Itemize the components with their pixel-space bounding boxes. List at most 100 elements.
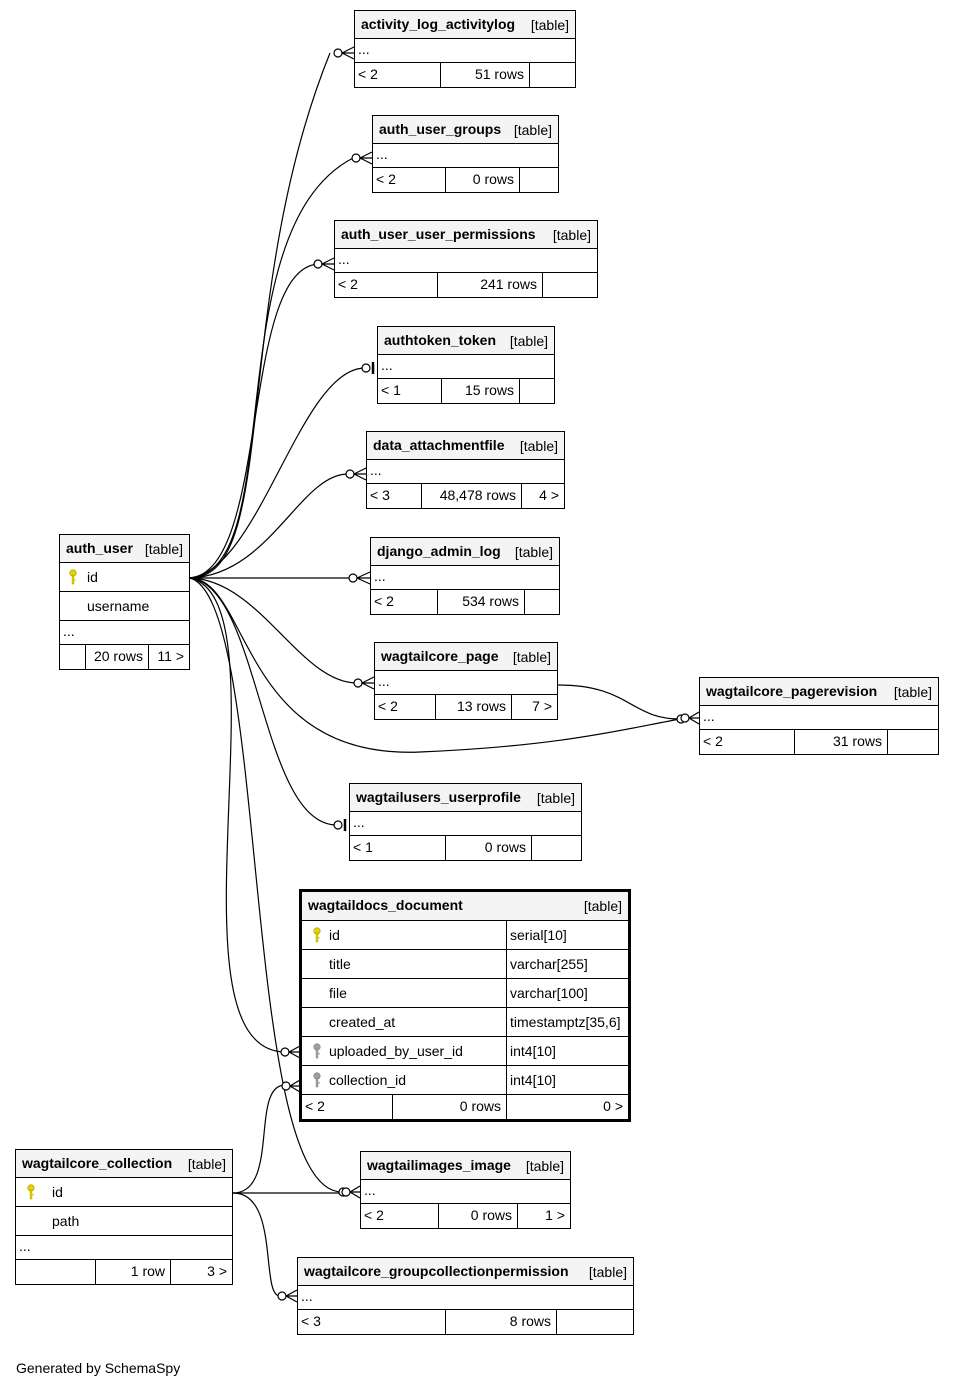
table-header: wagtailcore_collection[table]	[16, 1150, 232, 1178]
ellipsis-text: ...	[358, 41, 370, 57]
row-count: 0 rows	[472, 171, 514, 187]
column-id[interactable]: id	[60, 563, 189, 592]
table-type: [table]	[536, 790, 575, 806]
ellipsis-text: ...	[301, 1288, 313, 1304]
generated-by-credit: Generated by SchemaSpy	[16, 1360, 181, 1376]
table-wagtaildocs-document[interactable]: wagtaildocs_document[table] id serial[10…	[299, 889, 631, 1122]
parents-count[interactable]: < 2	[703, 733, 723, 749]
ellipsis-text: ...	[19, 1238, 31, 1254]
parents-count[interactable]: < 1	[353, 839, 373, 855]
rel-collection-groupcollectionpermission	[232, 1192, 281, 1297]
table-header: wagtailcore_pagerevision [table]	[700, 678, 938, 706]
columns-ellipsis: ...	[373, 144, 558, 168]
table-wagtailcore-groupcollectionpermission[interactable]: wagtailcore_groupcollectionpermission[ta…	[297, 1257, 634, 1335]
table-header: wagtaildocs_document[table]	[302, 892, 628, 921]
rel-auth-user-groups	[189, 157, 354, 579]
table-type: [table]	[893, 684, 932, 700]
rel-collection-document	[232, 1084, 286, 1194]
table-header: wagtailusers_userprofile[table]	[350, 784, 581, 812]
ellipsis-text: ...	[381, 357, 393, 373]
column-id[interactable]: id serial[10]	[302, 921, 628, 950]
parents-count[interactable]: < 3	[301, 1313, 321, 1329]
parents-count[interactable]: < 2	[338, 276, 358, 292]
table-name: wagtailcore_groupcollectionpermission	[304, 1263, 569, 1279]
column-username[interactable]: username	[60, 592, 189, 621]
parents-count[interactable]: < 2	[374, 593, 394, 609]
row-count: 241 rows	[480, 276, 537, 292]
marker-page	[353, 678, 363, 688]
row-count: 534 rows	[462, 593, 519, 609]
table-footer: < 1 15 rows	[378, 379, 554, 403]
table-header: django_admin_log[table]	[371, 538, 559, 566]
table-type: [table]	[530, 17, 569, 33]
table-footer: < 2 0 rows	[373, 168, 558, 192]
row-count: 20 rows	[93, 648, 143, 664]
column-title[interactable]: title varchar[255]	[302, 950, 628, 979]
parents-count[interactable]: < 2	[358, 66, 378, 82]
table-type: [table]	[187, 1156, 226, 1172]
column-collection-id[interactable]: collection_id int4[10]	[302, 1066, 628, 1095]
column-id[interactable]: id	[16, 1178, 232, 1207]
table-type: [table]	[519, 438, 558, 454]
table-header: wagtailimages_image[table]	[361, 1152, 570, 1180]
table-auth-user[interactable]: auth_user[table] id username ... 20 rows…	[59, 534, 190, 670]
ellipsis-text: ...	[378, 673, 390, 689]
row-count: 0 rows	[484, 839, 526, 855]
column-type: int4[10]	[510, 1072, 556, 1088]
column-name: path	[52, 1213, 80, 1229]
children-count[interactable]: 4 >	[539, 487, 559, 503]
table-auth-user-user-permissions[interactable]: auth_user_user_permissions[table] ... < …	[334, 220, 598, 298]
parents-count[interactable]: < 2	[376, 171, 396, 187]
parents-count[interactable]: < 2	[305, 1098, 325, 1114]
column-file[interactable]: file varchar[100]	[302, 979, 628, 1008]
table-header: wagtailcore_groupcollectionpermission[ta…	[298, 1258, 633, 1286]
column-name: title	[329, 956, 351, 972]
column-created-at[interactable]: created_at timestamptz[35,6]	[302, 1008, 628, 1037]
table-name: wagtailcore_pagerevision	[706, 683, 878, 699]
table-type: [table]	[509, 333, 548, 349]
marker-document-user	[280, 1047, 290, 1057]
row-count: 48,478 rows	[439, 487, 516, 503]
foreign-key-icon	[313, 1043, 321, 1059]
row-count: 8 rows	[509, 1313, 551, 1329]
rel-auth-user-page	[189, 577, 358, 684]
marker-activity-log	[333, 48, 343, 58]
rel-auth-user-userprofile	[189, 577, 338, 826]
column-uploaded-by-user-id[interactable]: uploaded_by_user_id int4[10]	[302, 1037, 628, 1066]
rel-auth-user-attachment	[189, 473, 349, 579]
row-count: 15 rows	[464, 382, 514, 398]
table-wagtailcore-collection[interactable]: wagtailcore_collection[table] id path ..…	[15, 1149, 233, 1285]
parents-count[interactable]: < 2	[378, 698, 398, 714]
columns-ellipsis: ...	[367, 460, 564, 484]
parents-count[interactable]: < 2	[364, 1207, 384, 1223]
rel-auth-user-permissions	[189, 263, 319, 579]
column-path[interactable]: path	[16, 1207, 232, 1236]
table-footer: 20 rows 11 >	[60, 645, 189, 669]
columns-ellipsis: ...	[355, 39, 575, 63]
children-count[interactable]: 3 >	[207, 1263, 227, 1279]
children-count[interactable]: 7 >	[532, 698, 552, 714]
table-header: auth_user_user_permissions[table]	[335, 221, 597, 249]
children-count[interactable]: 11 >	[157, 648, 184, 664]
marker-document-collection	[281, 1081, 291, 1091]
children-count[interactable]: 1 >	[545, 1207, 565, 1223]
parents-count[interactable]: < 3	[370, 487, 390, 503]
children-count[interactable]: 0 >	[603, 1098, 623, 1114]
ellipsis-text: ...	[338, 251, 350, 267]
parents-count[interactable]: < 1	[381, 382, 401, 398]
marker-userprofile	[333, 820, 343, 830]
